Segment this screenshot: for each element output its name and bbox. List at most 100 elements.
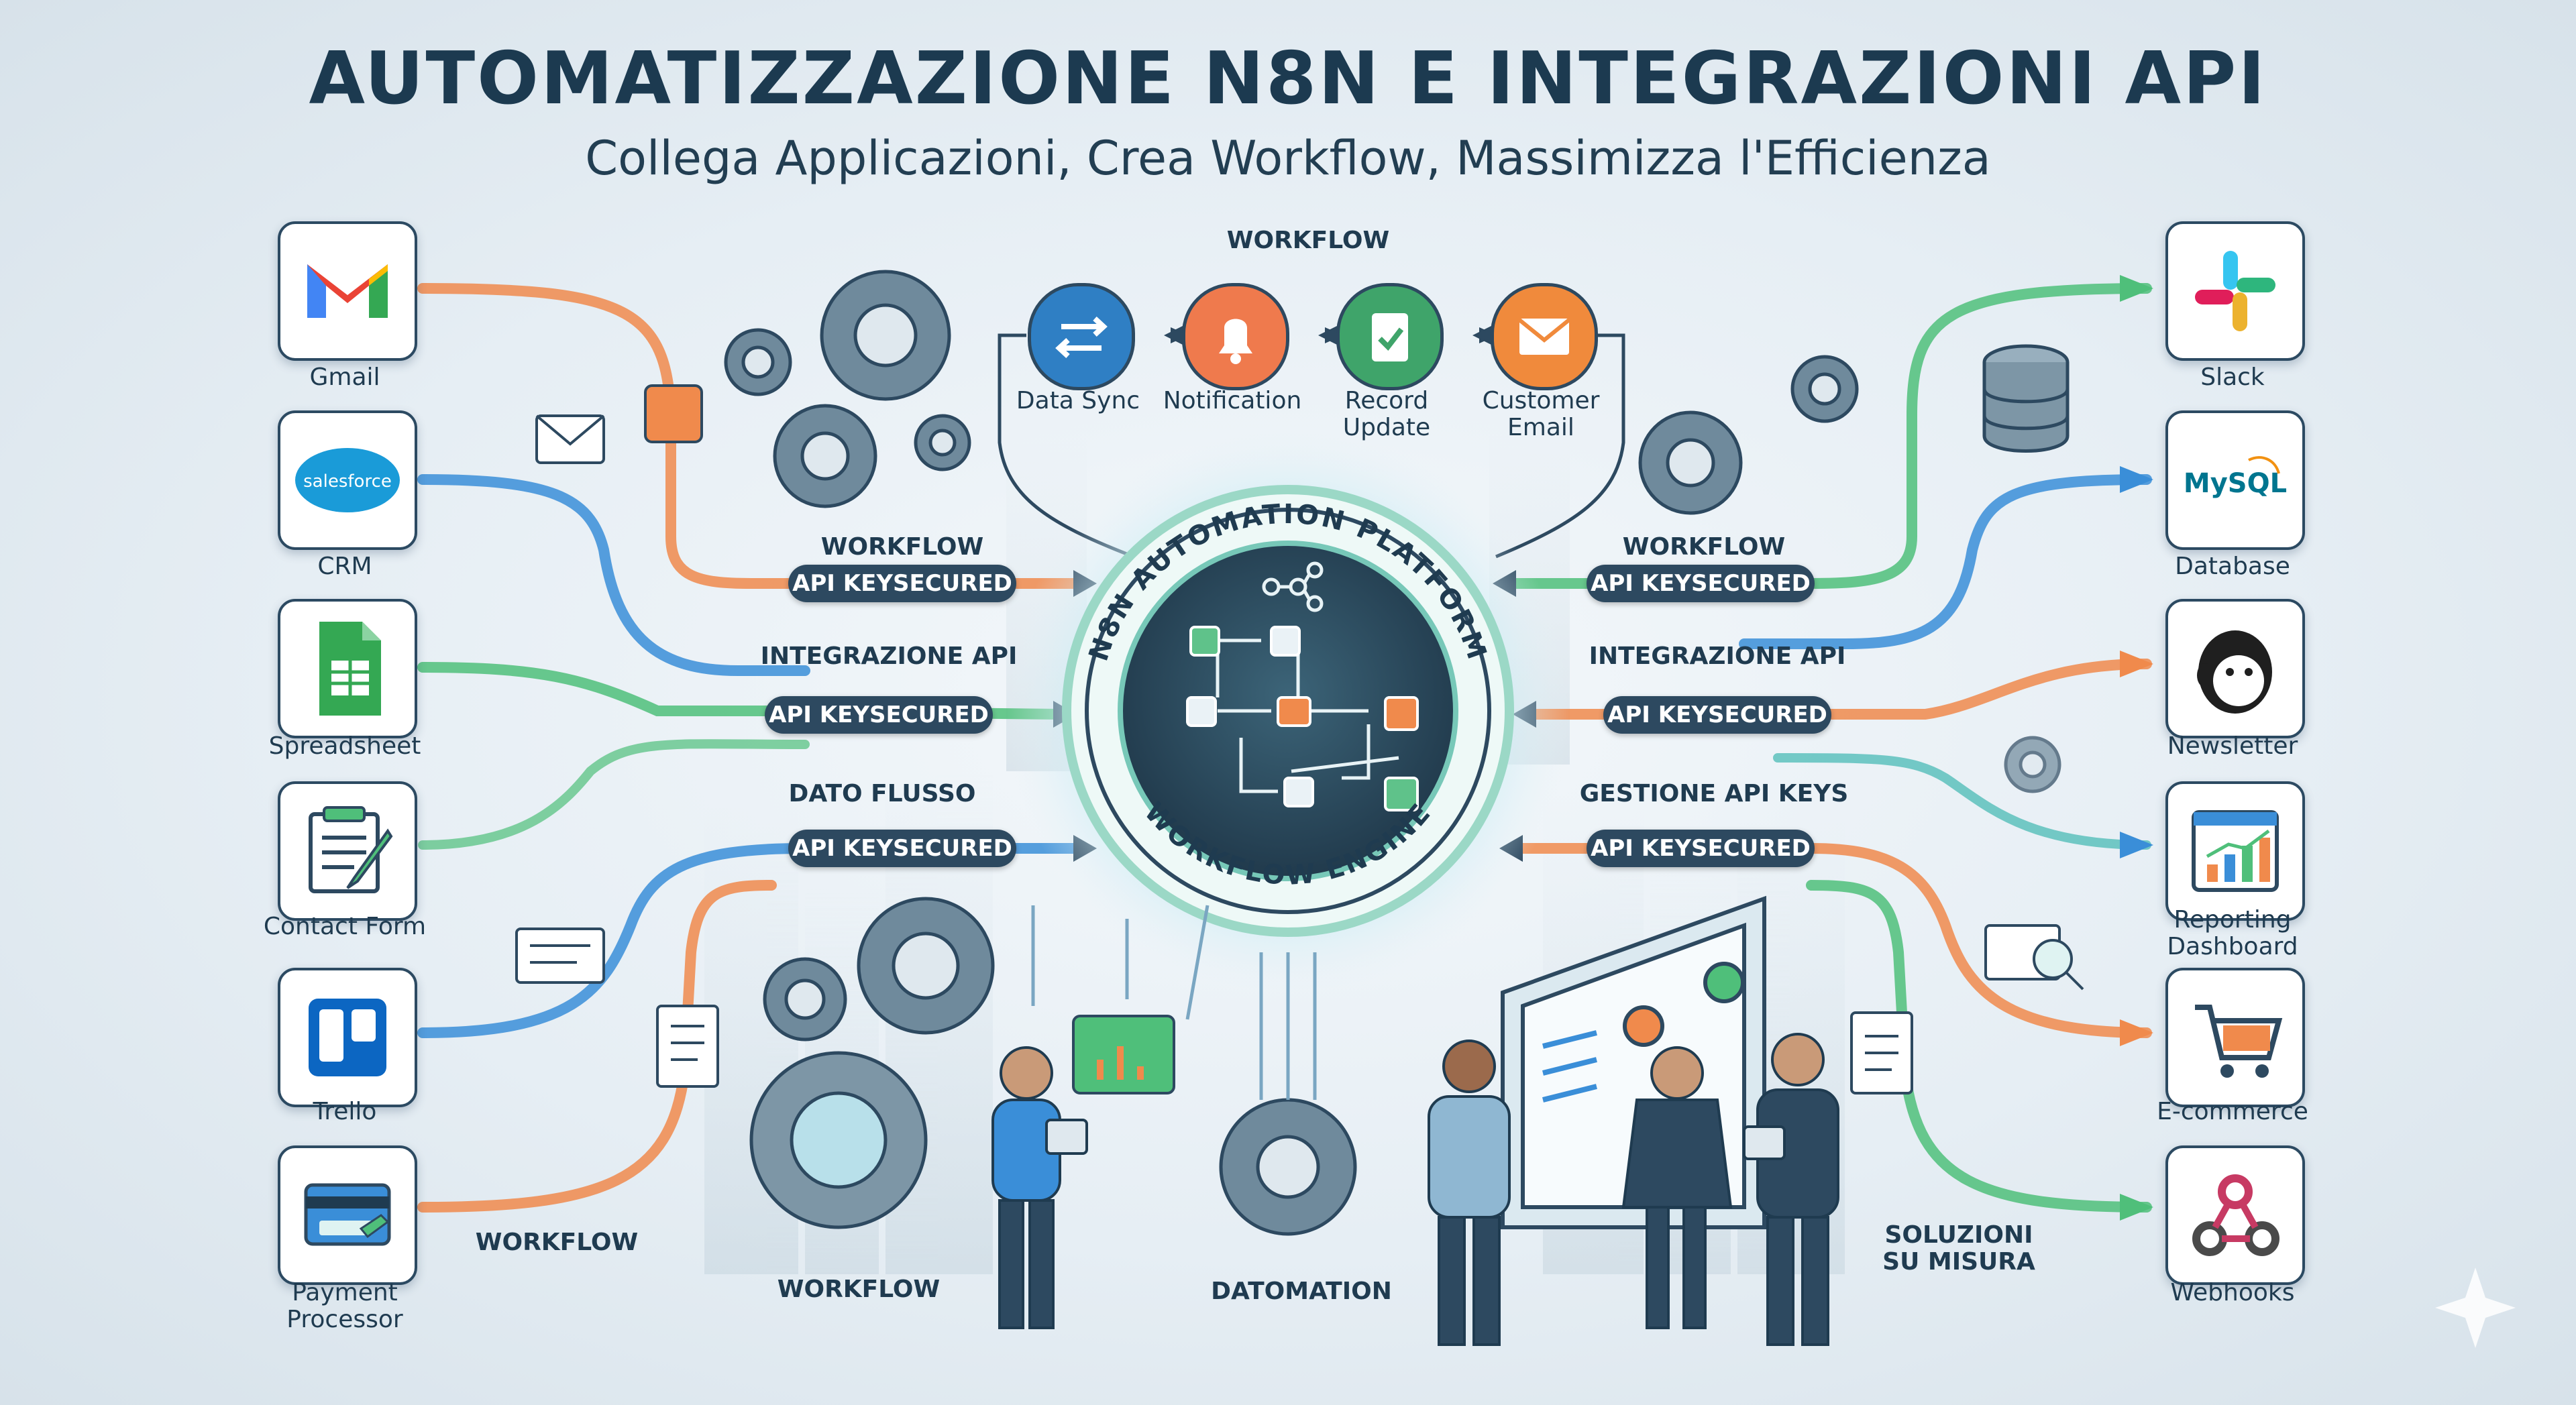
app-tile-newsletter[interactable]	[2165, 599, 2305, 738]
gear-icon	[1638, 410, 1743, 515]
decorative-envelope-icon	[535, 414, 605, 464]
workflow-step-label: Customer Email	[1482, 387, 1600, 441]
payment-card-icon	[304, 1183, 391, 1246]
app-label-e-commerce: E-commerce	[2157, 1098, 2308, 1125]
sparkle-icon	[2435, 1268, 2516, 1348]
database-cylinder-icon	[1982, 344, 2070, 453]
workflow-step-label: Notification	[1163, 387, 1302, 414]
gear-icon	[763, 957, 847, 1042]
workflow-step-customer-email	[1491, 283, 1598, 390]
person-figure	[1621, 1046, 1733, 1329]
spreadsheet-icon	[319, 622, 381, 716]
decorative-chart-panel-icon	[1072, 1015, 1175, 1094]
app-tile-reporting-dashboard[interactable]	[2165, 781, 2305, 921]
arrow-head	[1479, 327, 1497, 343]
gear-icon	[773, 404, 877, 508]
api-key-pill: API KEYSECURED	[1587, 830, 1815, 867]
arrow-head	[2120, 1194, 2153, 1221]
workflow-step-data-sync	[1028, 283, 1135, 390]
app-tile-crm[interactable]: salesforce	[278, 410, 417, 550]
app-label-newsletter: Newsletter	[2167, 732, 2298, 760]
app-label-database: Database	[2175, 553, 2290, 580]
gear-icon	[820, 270, 951, 401]
person-figure	[991, 1046, 1088, 1329]
gear-icon	[749, 1051, 928, 1229]
salesforce-icon: salesforce	[295, 448, 400, 512]
app-label-trello: Trello	[313, 1098, 377, 1125]
mailchimp-icon	[2197, 630, 2272, 714]
person-figure	[1743, 1033, 1839, 1346]
workflow-bar-heading: WORKFLOW	[1226, 227, 1390, 254]
gear-icon	[1790, 355, 1859, 423]
right-connector-label: GESTIONE API KEYS	[1579, 780, 1849, 807]
workflow-step-arrows	[1171, 327, 1497, 343]
app-tile-webhooks[interactable]	[2165, 1145, 2305, 1285]
bottom-center-workflow-label: WORKFLOW	[777, 1276, 941, 1303]
right-flow-lines	[1504, 283, 2152, 1213]
app-label-payment-processor: Payment Processor	[286, 1279, 403, 1333]
gear-icon	[724, 328, 792, 396]
decorative-form-icon	[515, 928, 605, 984]
arrow-head	[2120, 466, 2153, 493]
gear-icon	[2004, 736, 2061, 793]
left-connector-label: INTEGRAZIONE API	[760, 642, 1018, 670]
app-label-slack: Slack	[2200, 363, 2265, 391]
workflow-step-notification	[1182, 283, 1289, 390]
api-key-pill: API KEYSECURED	[765, 696, 993, 734]
api-key-pill: API KEYSECURED	[1587, 565, 1815, 602]
decorative-n8n-tile-icon	[644, 384, 703, 443]
workflow-step-label: Record Update	[1342, 387, 1431, 441]
app-label-crm: CRM	[317, 553, 372, 580]
workflow-step-record-update	[1336, 283, 1444, 390]
right-app-arrowheads	[2120, 275, 2153, 1221]
slack-icon	[2195, 251, 2275, 331]
datomation-label: DATOMATION	[1211, 1278, 1392, 1305]
left-connector-label: DATO FLUSSO	[788, 780, 976, 807]
gear-icon	[914, 414, 971, 471]
n8n-node-graph	[1216, 561, 1399, 793]
api-key-pill: API KEYSECURED	[1603, 696, 1831, 734]
page-subtitle: Collega Applicazioni, Crea Workflow, Mas…	[585, 131, 1991, 186]
workflow-step-label: Data Sync	[1016, 387, 1140, 414]
hub-bottom-lines	[1031, 905, 1317, 1100]
webhook-icon	[2192, 1174, 2279, 1256]
left-connector-label: WORKFLOW	[820, 533, 984, 561]
decorative-search-report-icon	[1984, 924, 2084, 991]
svg-text:MySQL: MySQL	[2184, 468, 2287, 499]
api-key-pill: API KEYSECURED	[788, 565, 1016, 602]
app-label-webhooks: Webhooks	[2170, 1279, 2295, 1306]
app-tile-gmail[interactable]	[278, 221, 417, 361]
bottom-left-workflow-label: WORKFLOW	[475, 1229, 639, 1256]
arrow-head	[1325, 327, 1343, 343]
shopping-cart-icon	[2195, 1005, 2283, 1078]
app-tile-contact-form[interactable]	[278, 781, 417, 921]
app-tile-database[interactable]: MySQL	[2165, 410, 2305, 550]
svg-text:salesforce: salesforce	[303, 471, 392, 492]
app-tile-payment-processor[interactable]	[278, 1145, 417, 1285]
app-label-reporting-dashboard: Reporting Dashboard	[2167, 906, 2298, 960]
gmail-icon	[307, 264, 388, 318]
soluzioni-label: SOLUZIONI SU MISURA	[1882, 1221, 2035, 1276]
node-boxes	[1186, 626, 1419, 811]
dashboard-chart-icon	[2192, 810, 2279, 892]
central-hub: N8N AUTOMATION PLATFORM WORKFLOW ENGINE	[1006, 429, 1570, 993]
arrow-head	[2120, 1019, 2153, 1046]
app-tile-trello[interactable]	[278, 968, 417, 1107]
right-connector-label: WORKFLOW	[1622, 533, 1786, 561]
app-tile-spreadsheet[interactable]	[278, 599, 417, 738]
workflow-right-drop	[1495, 333, 1625, 559]
api-key-pill: API KEYSECURED	[788, 830, 1016, 867]
decorative-code-document-icon	[1850, 1011, 1913, 1094]
arrow-head	[1171, 327, 1189, 343]
app-tile-e-commerce[interactable]	[2165, 968, 2305, 1107]
clipboard-check-icon	[1372, 313, 1408, 361]
right-connector-label: INTEGRAZIONE API	[1589, 642, 1846, 670]
app-label-spreadsheet: Spreadsheet	[268, 732, 421, 760]
contact-form-icon	[309, 806, 393, 893]
app-tile-slack[interactable]	[2165, 221, 2305, 361]
arrow-head	[2120, 651, 2153, 677]
person-figure	[1428, 1039, 1511, 1346]
gear-icons	[724, 270, 2061, 1236]
